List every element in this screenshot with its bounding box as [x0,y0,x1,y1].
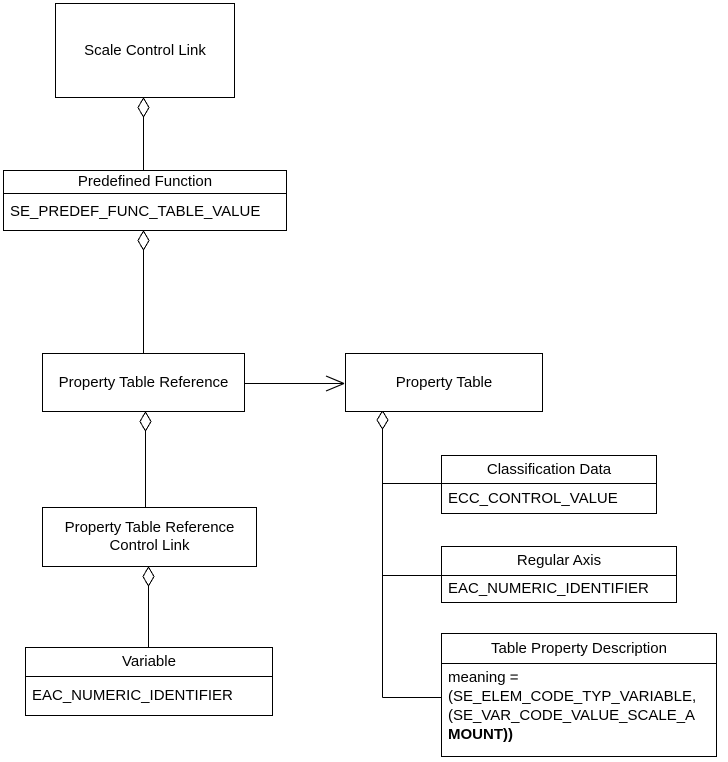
node-attribute: ECC_CONTROL_VALUE [448,489,618,507]
node-classification-data: Classification Data ECC_CONTROL_VALUE [441,455,657,514]
node-label-line2: Control Link [109,537,190,554]
node-title: Table Property Description [442,634,716,664]
node-label-line1: Property Table Reference [64,519,235,536]
aggregation-diamond-icon [376,410,389,430]
aggregation-diamond-icon [142,566,155,587]
node-attribute-block: meaning = (SE_ELEM_CODE_TYP_VARIABLE, (S… [442,664,716,744]
attribute-line: (SE_ELEM_CODE_TYP_VARIABLE, [448,688,697,705]
node-title: Classification Data [442,456,656,484]
node-title: Regular Axis [442,547,676,576]
node-scale-control-link: Scale Control Link [55,3,235,98]
node-property-table: Property Table [345,353,543,412]
node-attribute: EAC_NUMERIC_IDENTIFIER [32,687,233,704]
node-title: Predefined Function [4,171,286,194]
node-label: Property Table [395,373,493,391]
aggregation-diamond-icon [137,230,150,251]
aggregation-diamond-icon [137,97,150,118]
node-attribute: EAC_NUMERIC_IDENTIFIER [448,580,649,597]
node-property-table-reference: Property Table Reference [42,353,245,412]
node-regular-axis: Regular Axis EAC_NUMERIC_IDENTIFIER [441,546,677,603]
node-attribute: SE_PREDEF_FUNC_TABLE_VALUE [10,203,261,220]
attribute-line: meaning = [448,669,519,686]
node-table-property-description: Table Property Description meaning = (SE… [441,633,717,757]
node-label: Property Table Reference [58,373,229,391]
node-property-table-reference-control-link: Property Table Reference Control Link [42,507,257,567]
node-title: Variable [26,648,272,677]
node-predefined-function: Predefined Function SE_PREDEF_FUNC_TABLE… [3,170,287,231]
node-label: Scale Control Link [84,41,206,59]
node-variable: Variable EAC_NUMERIC_IDENTIFIER [25,647,273,716]
attribute-line: MOUNT)) [448,726,513,743]
aggregation-diamond-icon [139,411,152,432]
attribute-line: (SE_VAR_CODE_VALUE_SCALE_A [448,707,696,724]
open-arrowhead-icon [325,375,345,392]
